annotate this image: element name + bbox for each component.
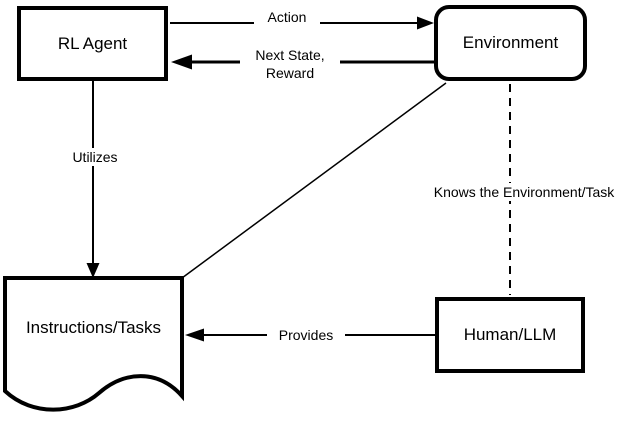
arrowhead-left-icon: [185, 328, 204, 342]
edge-next-state-label: Next State, Reward: [240, 46, 340, 82]
arrowhead-down-icon: [86, 263, 100, 278]
edge-utilizes-label: Utilizes: [63, 148, 127, 166]
node-human-llm: Human/LLM: [435, 297, 585, 373]
edge-provides-label: Provides: [267, 326, 345, 344]
edge-environment-instructions-line: [181, 82, 447, 279]
node-environment: Environment: [434, 5, 587, 81]
edge-knows-label: Knows the Environment/Task: [409, 183, 639, 201]
edge-action-label: Action: [254, 8, 320, 26]
node-instructions-tasks-shape: [3, 276, 184, 412]
edge-next-state-label-line2: Reward: [265, 65, 315, 81]
edge-next-state-label-line1: Next State,: [255, 47, 325, 63]
node-rl-agent-label: RL Agent: [57, 33, 128, 53]
node-human-llm-label: Human/LLM: [463, 325, 557, 345]
node-instructions-tasks-label: Instructions/Tasks: [25, 318, 162, 337]
arrowhead-right-icon: [417, 16, 434, 30]
node-rl-agent: RL Agent: [17, 6, 168, 81]
arrowhead-left-icon: [171, 54, 192, 70]
node-environment-label: Environment: [462, 33, 559, 53]
